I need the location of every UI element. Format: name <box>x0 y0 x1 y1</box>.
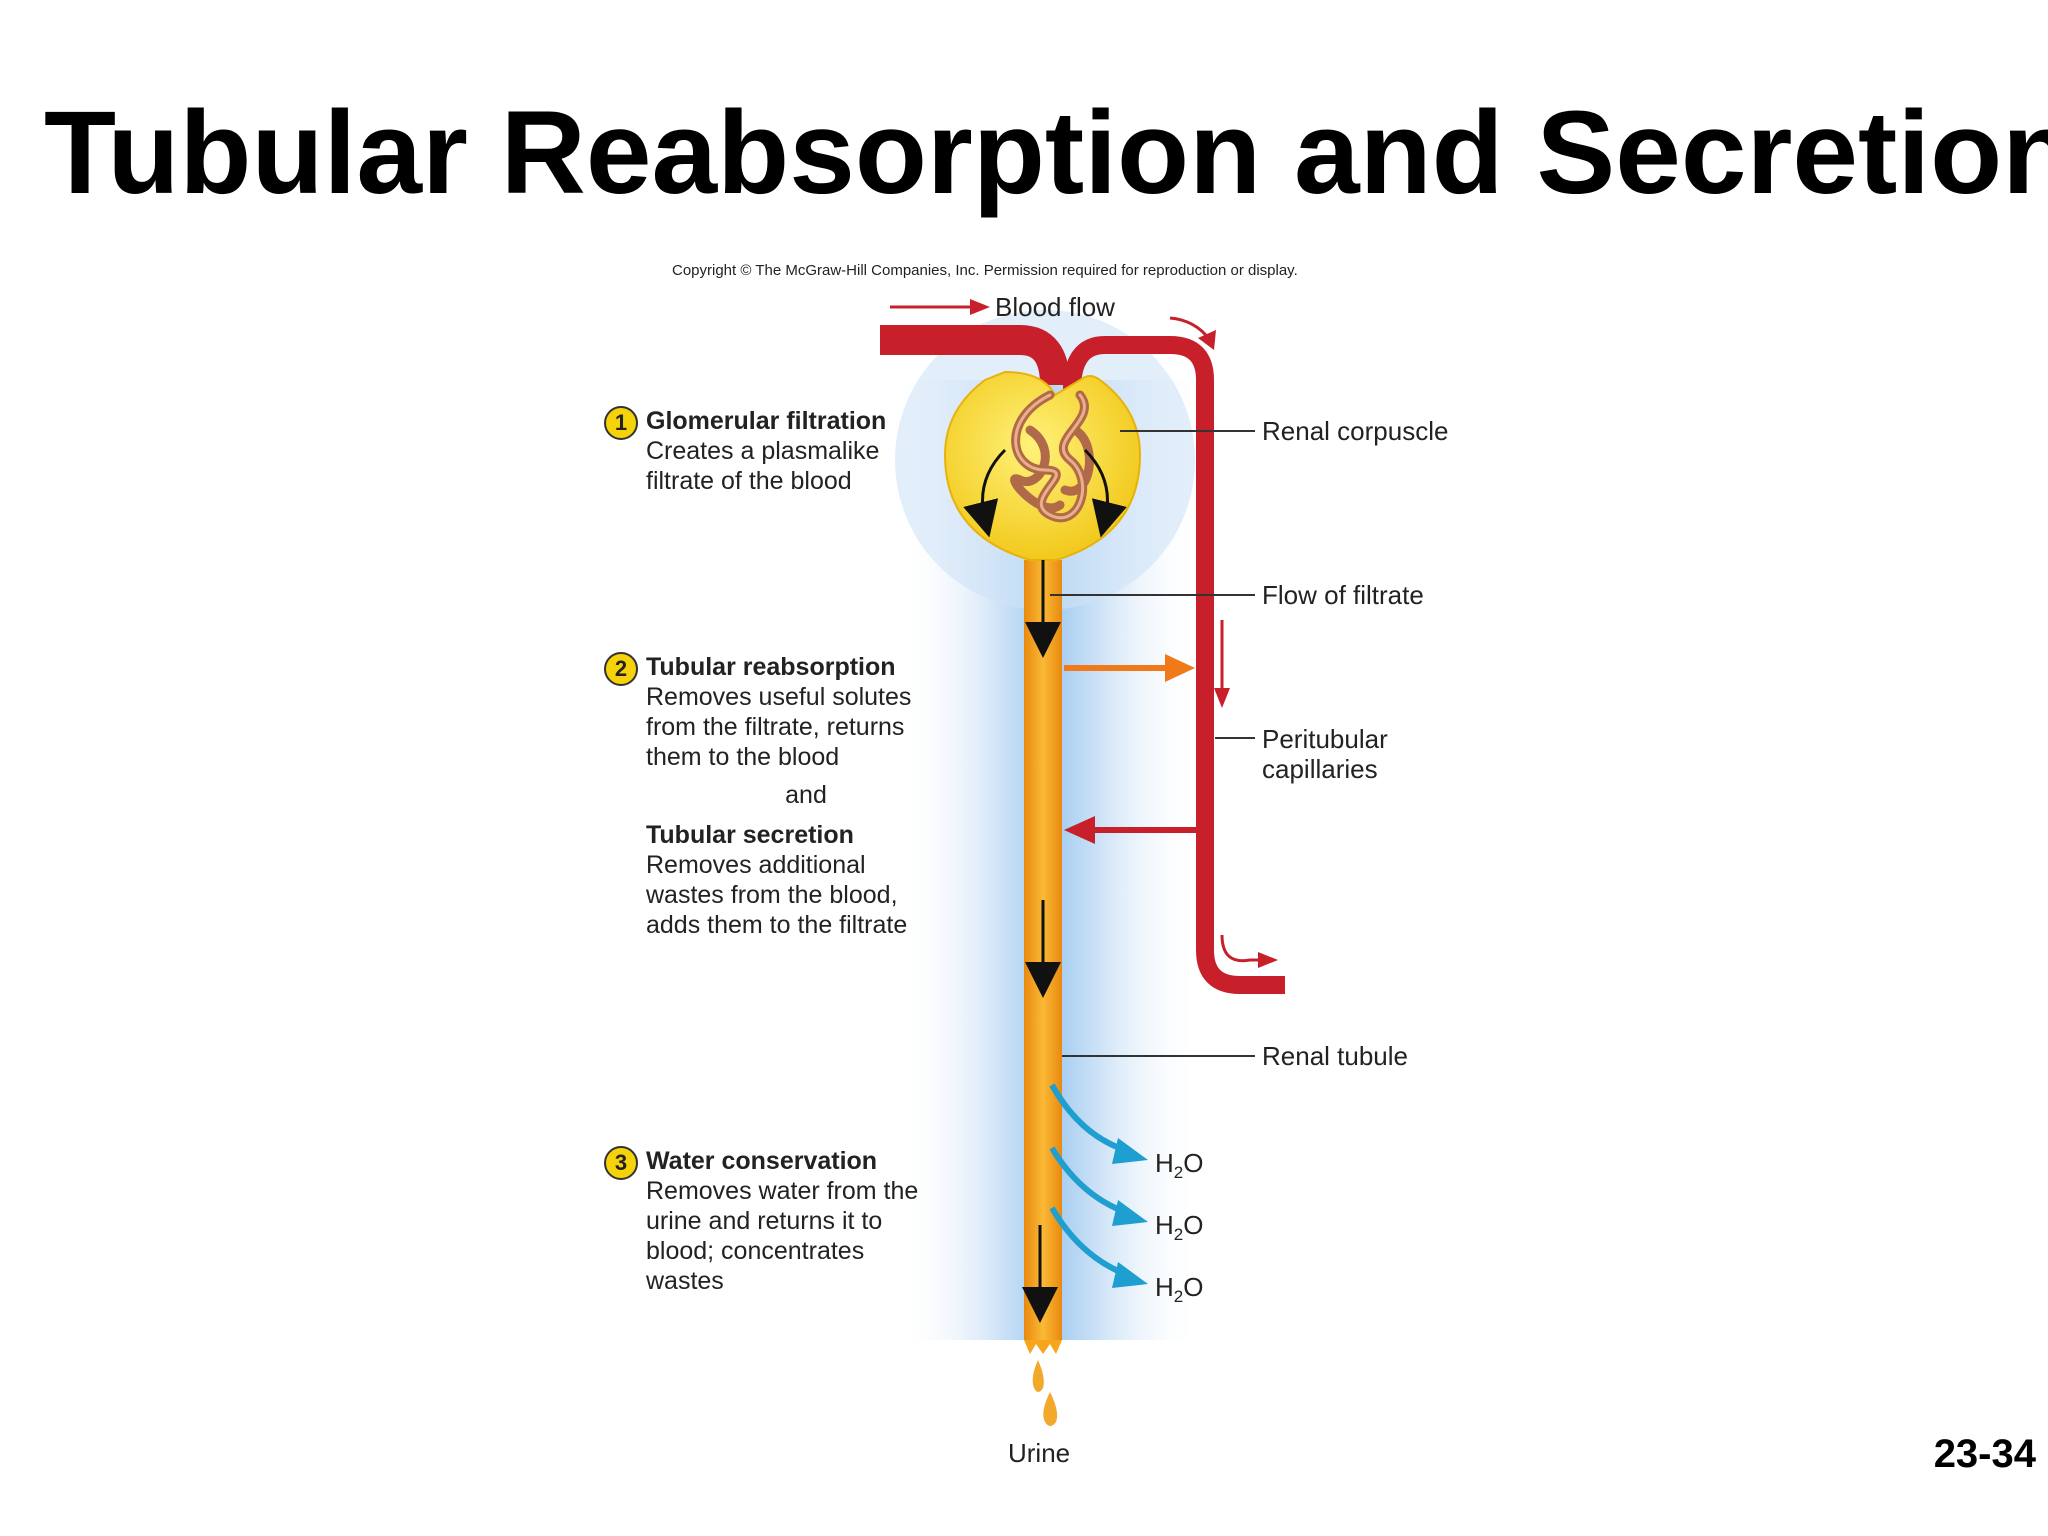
capillary-exit-arrow <box>1220 934 1262 963</box>
step-3-text: Water conservation Removes water from th… <box>646 1146 986 1296</box>
step-2-line: from the filtrate, returns <box>646 713 905 741</box>
step-2-badge: 2 <box>604 652 638 686</box>
filtration-arrow-right <box>1083 448 1127 538</box>
step-2-connector: and <box>785 781 827 809</box>
blood-flow-label: Blood flow <box>995 292 1115 322</box>
slide-number: 23-34 <box>1933 1432 2036 1476</box>
urine-drop <box>1032 1360 1044 1392</box>
afferent-arteriole <box>880 325 1070 386</box>
step-1-line: filtrate of the blood <box>646 467 852 495</box>
step-3-line: urine and returns it to <box>646 1207 883 1235</box>
flow-of-filtrate-label: Flow of filtrate <box>1262 580 1424 610</box>
step-2-text: Tubular reabsorption Removes useful solu… <box>646 652 986 940</box>
urine-drop <box>1043 1392 1058 1426</box>
step-3-line: Removes water from the <box>646 1177 919 1205</box>
renal-corpuscle-label: Renal corpuscle <box>1262 416 1449 446</box>
water-label: H2O <box>1155 1148 1204 1183</box>
step-2-line: adds them to the filtrate <box>646 911 908 939</box>
step-2-heading: Tubular reabsorption <box>646 653 896 681</box>
step-2-line: wastes from the blood, <box>646 881 898 909</box>
slide-title: Tubular Reabsorption and Secretion <box>44 87 2048 219</box>
peritubular-capillary <box>1063 336 1285 994</box>
step-3-badge: 3 <box>604 1146 638 1180</box>
filtration-arrow-left <box>963 448 1007 538</box>
step-3-heading: Water conservation <box>646 1147 878 1175</box>
tubule-end <box>1024 1340 1062 1354</box>
peritubular-line2: capillaries <box>1262 754 1378 784</box>
water-label: H2O <box>1155 1272 1204 1307</box>
step-1-text: Glomerular filtration Creates a plasmali… <box>646 406 986 496</box>
step-1-heading: Glomerular filtration <box>646 407 887 435</box>
renal-tubule-label: Renal tubule <box>1262 1041 1408 1071</box>
step-1-badge: 1 <box>604 406 638 440</box>
step-2-line: Removes additional <box>646 851 866 879</box>
water-arrows <box>1049 1083 1127 1277</box>
copyright-notice: Copyright © The McGraw-Hill Companies, I… <box>672 262 1298 279</box>
peritubular-label: Peritubular capillaries <box>1262 724 1388 784</box>
step-1-line: Creates a plasmalike <box>646 437 880 465</box>
urine-label: Urine <box>1008 1438 1071 1468</box>
step-3-line: wastes <box>646 1267 724 1295</box>
step-2-heading-secretion: Tubular secretion <box>646 821 854 849</box>
step-2-line: Removes useful solutes <box>646 683 912 711</box>
peritubular-line1: Peritubular <box>1262 724 1388 754</box>
water-label: H2O <box>1155 1210 1204 1245</box>
step-2-line: them to the blood <box>646 743 840 771</box>
step-3-line: blood; concentrates <box>646 1237 865 1265</box>
